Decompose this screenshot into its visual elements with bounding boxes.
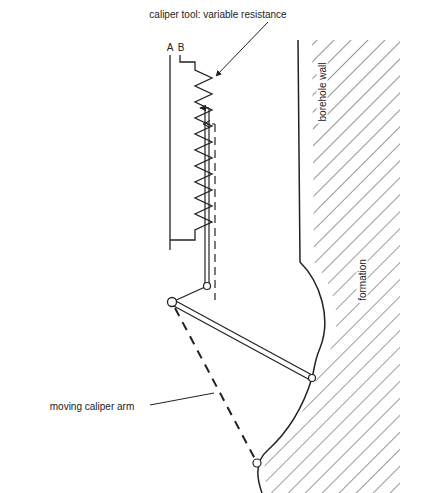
arm-label: moving caliper arm [48, 401, 136, 412]
formation-label: formation [357, 257, 368, 303]
link-bar [172, 287, 205, 302]
wiper-contact-moved [204, 123, 215, 124]
leader-line [150, 393, 214, 405]
arm-tip [309, 375, 316, 382]
terminal-name: A [167, 42, 174, 53]
caliper-arm-moved [175, 308, 255, 459]
arm-tip-moved [253, 459, 261, 467]
wall-label: borehole wall [317, 61, 328, 124]
formation-hatch [264, 40, 400, 493]
wiper-contact [200, 107, 209, 108]
wire-a [169, 55, 170, 250]
wiper-rod [208, 108, 209, 285]
caliper-arm [174, 300, 312, 375]
wiper-rod [204, 108, 205, 285]
arm-pivot [168, 298, 177, 307]
link-pivot [204, 283, 211, 290]
resistor-symbol [170, 55, 212, 240]
leader-line [216, 22, 268, 76]
borehole-wall [258, 40, 325, 493]
terminal-name: B [178, 42, 185, 53]
tool-title: caliper tool: variable resistance [147, 9, 288, 20]
wiper-rod-moved [214, 124, 215, 300]
